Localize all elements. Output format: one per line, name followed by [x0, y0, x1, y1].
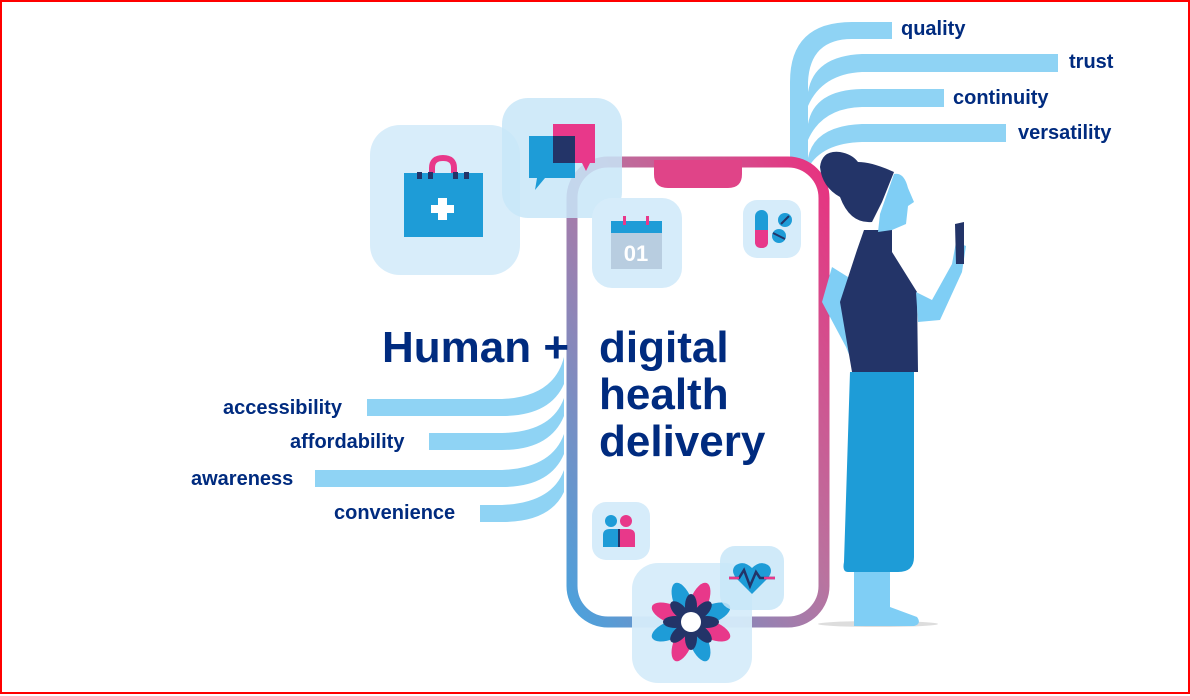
title-delivery: delivery [599, 417, 766, 466]
attribute-trust: trust [1069, 51, 1114, 73]
attribute-awareness: awareness [191, 468, 294, 490]
attribute-affordability: affordability [290, 431, 405, 453]
heart-rate-tile [720, 546, 784, 610]
title-health: health [599, 370, 729, 419]
calendar-tile: 01 [592, 198, 682, 288]
title-digital: digital [599, 323, 729, 372]
pills-tile [743, 200, 801, 258]
attribute-continuity: continuity [953, 87, 1049, 109]
attribute-quality: quality [901, 18, 966, 40]
svg-text:01: 01 [624, 241, 648, 266]
right-ribbons [790, 22, 1058, 168]
attribute-versatility: versatility [1018, 122, 1112, 144]
title-human-plus: Human + [382, 323, 570, 372]
chat-bubbles-tile [502, 98, 622, 218]
woman-figure [818, 151, 966, 627]
people-tile [592, 502, 650, 560]
left-ribbons [315, 357, 564, 522]
medical-bag-tile [370, 125, 520, 275]
attribute-accessibility: accessibility [223, 397, 342, 419]
attribute-convenience: convenience [334, 502, 456, 524]
